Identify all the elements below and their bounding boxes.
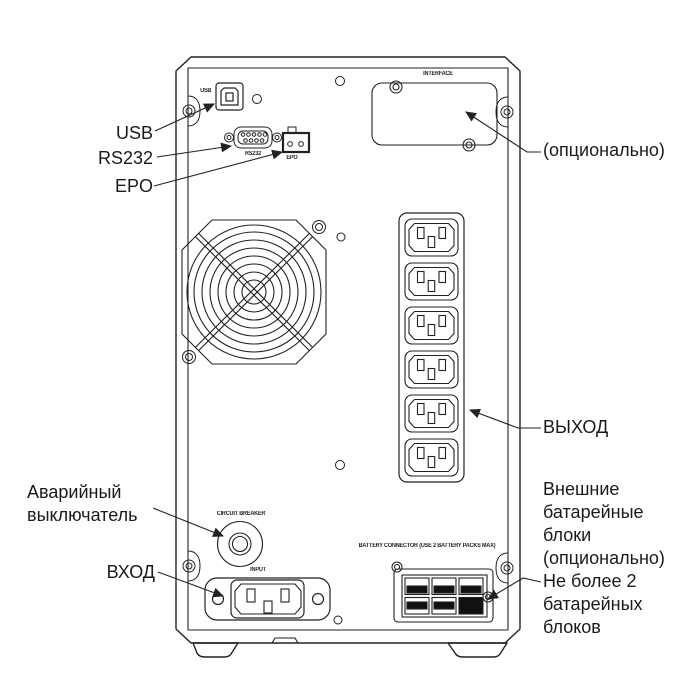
screws [182, 76, 514, 625]
output-leader [468, 408, 541, 429]
rs232-leader [156, 142, 233, 158]
input-callout-label: ВХОД [106, 562, 155, 582]
rs232-callout-label: RS232 [97, 148, 153, 168]
battery-connector [391, 561, 494, 623]
epo-callout-label: EPO [114, 176, 153, 196]
epo-leader [153, 149, 284, 187]
circuit-breaker [216, 520, 264, 568]
input-socket [204, 577, 331, 621]
input-leader [157, 571, 225, 598]
usb-callout-label: USB [115, 123, 153, 143]
fan-grille [181, 219, 327, 365]
usb-marking: USB [200, 88, 212, 94]
optional-leader [465, 111, 541, 153]
battery-connector-marking: BATTERY CONNECTOR (USE 2 BATTERY PACKS M… [358, 543, 496, 549]
epo-connector [281, 126, 311, 154]
epo-marking: EPO [286, 155, 298, 161]
circuit-breaker-marking: CIRCUIT BREAKER [216, 511, 266, 517]
usb-port [215, 82, 244, 111]
external-battery-label: Внешние батарейные блоки (опционально) Н… [543, 479, 665, 637]
battery-leader [487, 577, 542, 600]
interface-marking: INTERFACE [423, 71, 453, 77]
emergency-breaker-label: Аварийный выключатель [27, 482, 138, 525]
leader-lines [152, 103, 542, 600]
interface-slot [371, 80, 498, 152]
bottom-tab [271, 637, 299, 644]
rs232-marking: RS232 [245, 151, 261, 157]
output-callout-label: ВЫХОД [543, 417, 609, 437]
case-outline [175, 56, 521, 658]
interface-optional-label: (опционально) [543, 140, 665, 160]
output-sockets [398, 212, 465, 483]
right-foot [447, 642, 508, 658]
input-marking: INPUT [250, 567, 266, 573]
left-foot [192, 642, 239, 658]
usb-leader [154, 103, 216, 132]
breaker-leader [152, 507, 225, 537]
rs232-port [224, 126, 282, 149]
